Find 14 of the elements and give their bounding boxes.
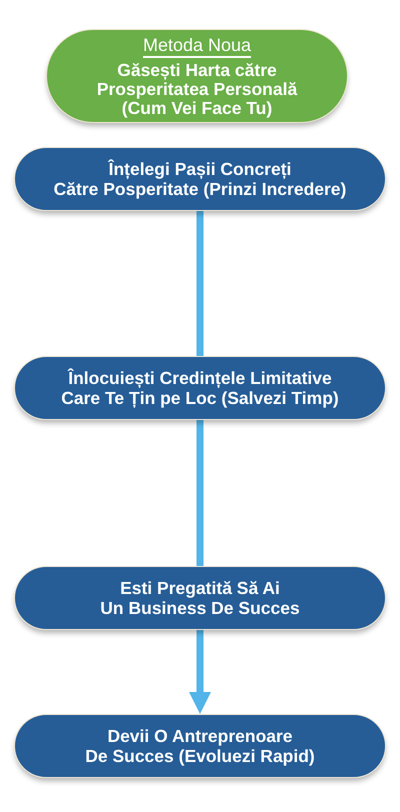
- step-text: Înlocuiești Credințele Limitative Care Te Țin pe Loc (Salvezi Timp): [61, 368, 339, 408]
- arrow: [189, 629, 211, 714]
- rounded-step-box: [15, 715, 385, 777]
- rounded-title-box: [47, 30, 347, 122]
- step-text: Devii O Antreprenoare De Succes (Evoluezi Rapid): [85, 726, 315, 766]
- step-text: Găsești Harta către Prosperitatea Personală (Cum Vei Face Tu): [96, 60, 298, 118]
- rounded-step-box: [15, 148, 385, 210]
- connector-line: [196, 210, 204, 356]
- rounded-step-box: [15, 567, 385, 629]
- rounded-step-box: [15, 357, 385, 419]
- box-heading: Metoda Noua: [142, 34, 252, 58]
- step-text: Esti Pregatită Să Ai Un Business De Succes: [100, 578, 300, 618]
- step-text: Înțelegi Pașii Concreți Către Posperitate (Prinzi Incredere): [54, 159, 346, 199]
- connector-line: [196, 419, 204, 566]
